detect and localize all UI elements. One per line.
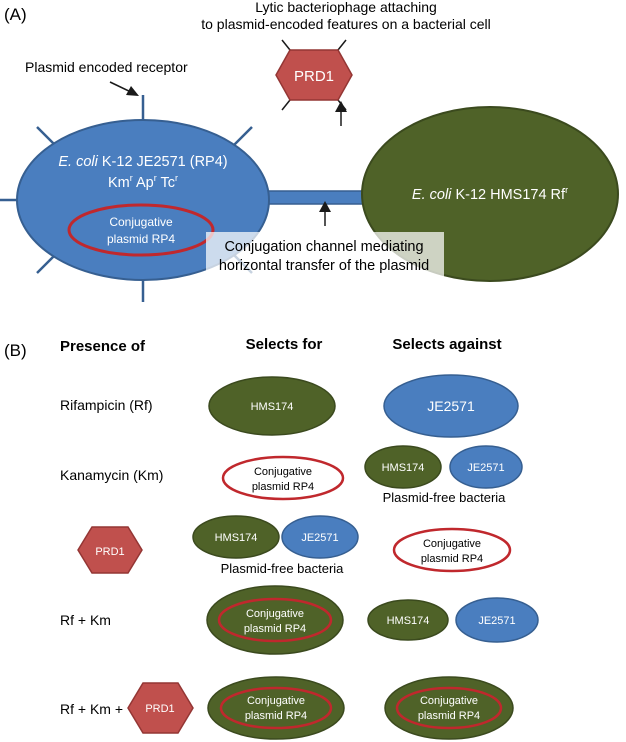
row-rifampicin-label: Rifampicin (Rf) (60, 397, 153, 413)
rfkmprd1-selects-for-transconjugant (207, 676, 345, 740)
rfkmprd1-selects-for-plasmid-line1: Conjugative (247, 695, 305, 707)
phage-caption-line2: to plasmid-encoded features on a bacteri… (201, 16, 491, 32)
phage-caption-line1: Lytic bacteriophage attaching (255, 0, 437, 15)
rfkmprd1-selects-for-plasmid (219, 686, 333, 730)
donor-plasmid-rp4 (67, 203, 215, 257)
recipient-cell-name: E. coli K-12 HMS174 Rfr (412, 185, 568, 203)
km-selects-against-hms174 (364, 445, 442, 489)
donor-plasmid-line2: plasmid RP4 (107, 232, 175, 246)
rfkmprd1-selects-against-transconjugant (384, 676, 514, 740)
channel-caption-background (206, 232, 444, 278)
rf-selects-for-hms174 (208, 376, 336, 436)
receptor-arrow-head (126, 86, 139, 96)
rfkmprd1-selects-for-plasmid-line2: plasmid RP4 (245, 710, 307, 722)
prd1-selects-for-je2571 (281, 515, 359, 559)
donor-cell-name: E. coli K-12 JE2571 (RP4) (58, 154, 227, 170)
km-selects-against-hms174-label: HMS174 (382, 462, 425, 474)
rfkm-selects-for-plasmid (217, 597, 333, 643)
rfkm-selects-for-plasmid-line1: Conjugative (246, 608, 304, 620)
prd1-selects-against-plasmid (392, 527, 512, 573)
phage-arrow-head (335, 101, 347, 112)
channel-arrow-head (319, 201, 331, 212)
prd1-selects-for-hms174 (192, 515, 280, 559)
row5-prd1-phage-icon: PRD1 (127, 682, 194, 734)
receptor-label: Plasmid encoded receptor (25, 59, 188, 75)
prd1-selects-against-plasmid-line2: plasmid RP4 (421, 553, 483, 565)
header-selects-for: Selects for (246, 336, 323, 353)
rfkm-selects-for-plasmid-line2: plasmid RP4 (244, 623, 306, 635)
conjugation-channel (257, 190, 369, 205)
phage-label: PRD1 (294, 68, 334, 85)
row-prd1-label: PRD1 (95, 546, 124, 558)
prd1-selects-for-hms174-label: HMS174 (215, 532, 258, 544)
row-prd1-phage-icon: PRD1 (77, 526, 143, 574)
km-selects-for-plasmid-line1: Conjugative (254, 466, 312, 478)
rfkm-selects-against-je2571 (455, 597, 539, 643)
rfkm-selects-against-je2571-label: JE2571 (478, 615, 515, 627)
rfkmprd1-selects-against-plasmid-line1: Conjugative (420, 695, 478, 707)
rf-selects-for-hms174-label: HMS174 (251, 401, 294, 413)
rfkmprd1-selects-against-plasmid (395, 686, 503, 730)
channel-caption-line2: horizontal transfer of the plasmid (219, 258, 429, 274)
donor-resistance-markers: Kmr Apr Tcr (108, 173, 178, 191)
rfkm-selects-against-hms174 (367, 599, 449, 641)
prd1-selects-against-plasmid-line1: Conjugative (423, 538, 481, 550)
row-kanamycin-label: Kanamycin (Km) (60, 467, 163, 483)
prd1-selects-for-je2571-label: JE2571 (301, 532, 338, 544)
panel-b-label: (B) (4, 341, 27, 360)
rf-selects-against-je2571-label: JE2571 (427, 398, 475, 414)
prd1-plasmid-free-caption: Plasmid-free bacteria (221, 561, 345, 576)
donor-plasmid-line1: Conjugative (109, 215, 173, 229)
channel-caption-line1: Conjugation channel mediating (224, 239, 423, 255)
rf-selects-against-je2571 (383, 374, 519, 438)
phage-prd1-icon: PRD1 (275, 39, 353, 111)
km-selects-for-plasmid (221, 455, 345, 501)
rfkm-selects-for-transconjugant (206, 585, 344, 655)
row5-prd1-label: PRD1 (145, 703, 174, 715)
rfkm-selects-against-hms174-label: HMS174 (387, 615, 430, 627)
header-presence-of: Presence of (60, 338, 146, 355)
km-selects-against-je2571 (449, 445, 523, 489)
panel-a-label: (A) (4, 5, 27, 24)
header-selects-against: Selects against (392, 336, 501, 353)
km-selects-against-je2571-label: JE2571 (467, 462, 504, 474)
km-plasmid-free-caption: Plasmid-free bacteria (383, 490, 507, 505)
km-selects-for-plasmid-line2: plasmid RP4 (252, 481, 314, 493)
row-rf-km-label: Rf + Km (60, 612, 111, 628)
rfkmprd1-selects-against-plasmid-line2: plasmid RP4 (418, 710, 480, 722)
row-rf-km-plus-label: Rf + Km + (60, 701, 123, 717)
